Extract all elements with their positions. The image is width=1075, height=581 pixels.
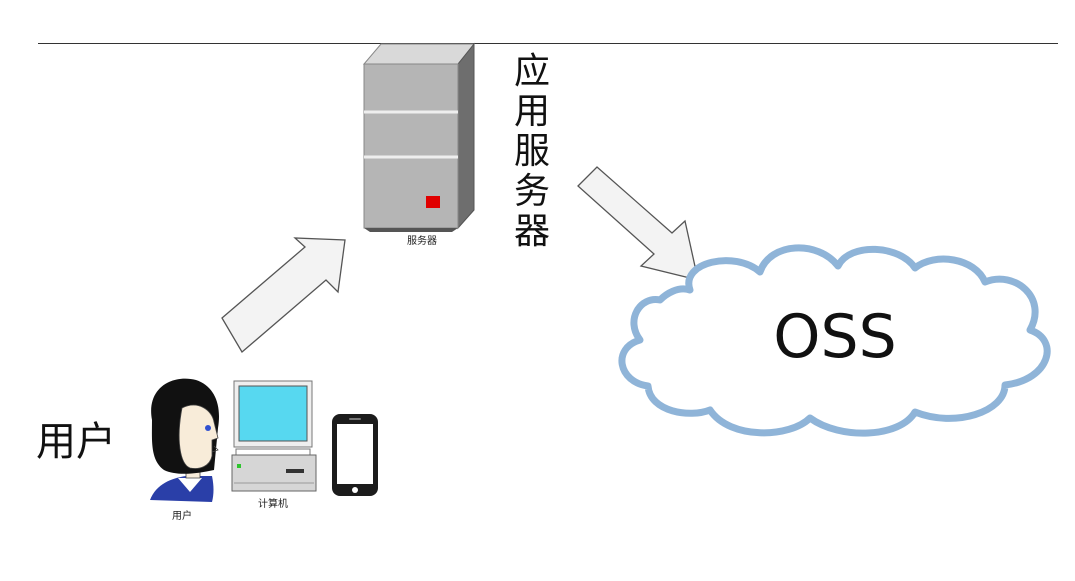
server-icon xyxy=(362,42,476,232)
arrow-user-to-server xyxy=(221,237,346,353)
server-indicator-light xyxy=(426,196,440,208)
top-divider xyxy=(38,43,1058,44)
person-caption: 用户 xyxy=(172,511,192,522)
user-label: 用户 xyxy=(36,419,116,465)
server-label-char: 服 xyxy=(513,131,550,172)
person-icon xyxy=(150,378,220,502)
oss-label: OSS xyxy=(773,302,897,372)
phone-icon xyxy=(332,414,378,496)
computer-caption: 计算机 xyxy=(258,499,288,510)
server-label-char: 器 xyxy=(513,211,550,252)
server-label-char: 务 xyxy=(513,171,550,212)
arrow-server-to-oss xyxy=(577,166,699,281)
server-label-char: 用 xyxy=(513,91,550,132)
server-caption: 服务器 xyxy=(407,236,437,247)
server-vertical-label: 应 用 服 务 器 xyxy=(512,52,552,252)
computer-icon xyxy=(231,380,317,492)
server-label-char: 应 xyxy=(513,51,550,92)
oss-cloud-icon xyxy=(618,244,1051,437)
